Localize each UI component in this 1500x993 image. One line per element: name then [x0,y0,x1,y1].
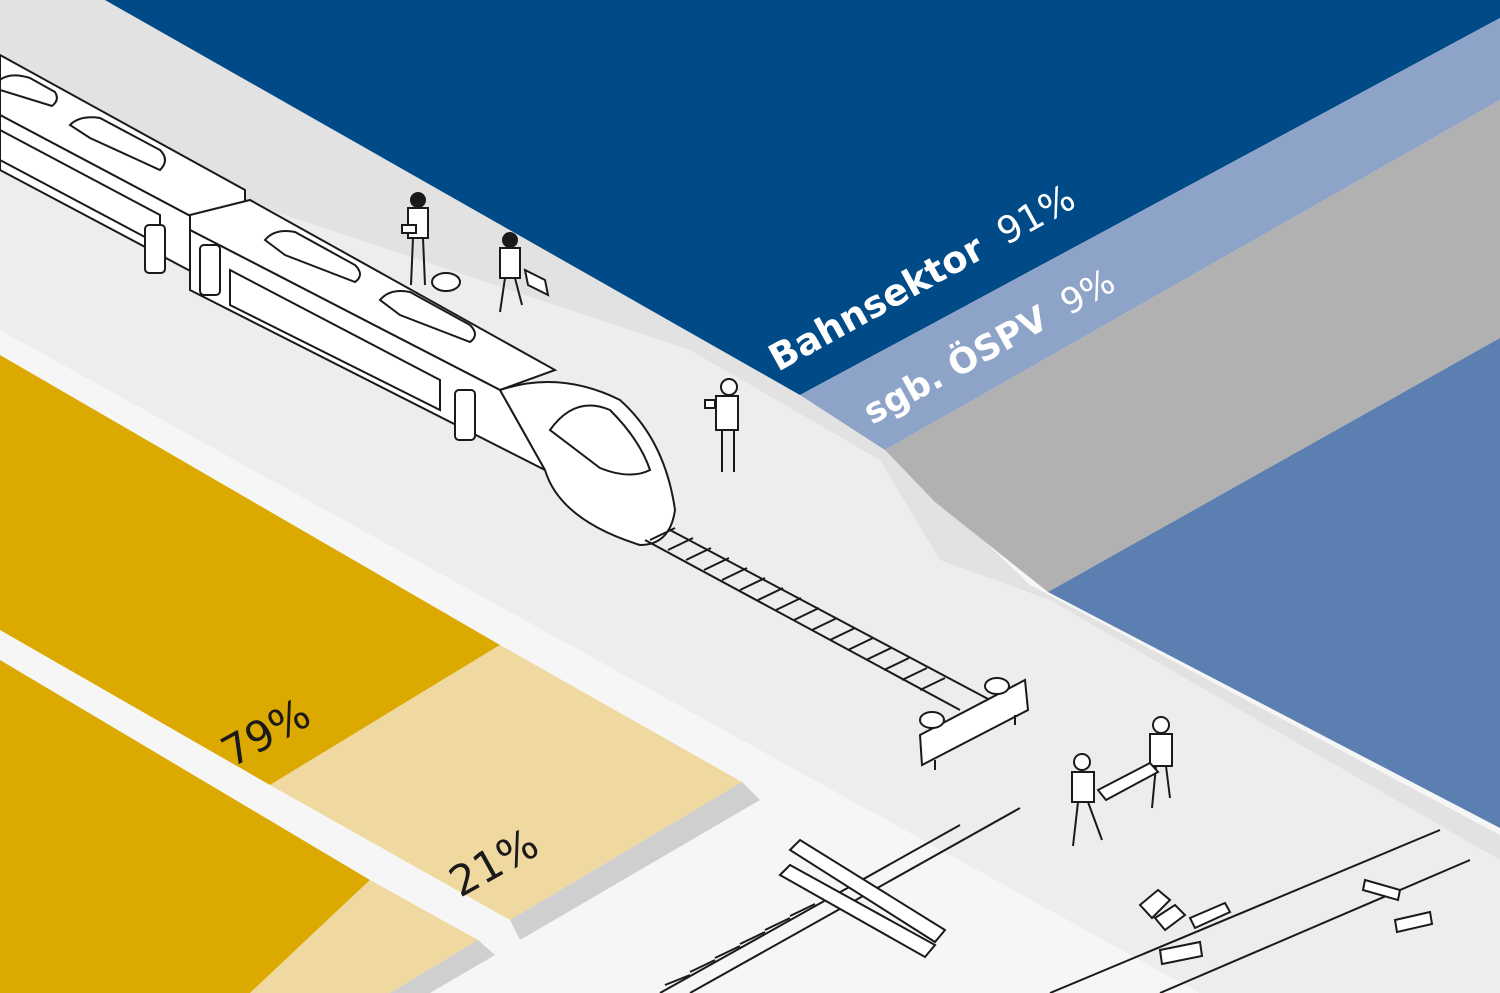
gold-shadow [510,782,760,940]
gold-lower-shadow [390,940,495,993]
buffer-stop-icon [918,677,1030,770]
worker-icon [1071,716,1173,847]
block-oespv[interactable] [800,18,1500,450]
passenger-icon [499,232,550,313]
passenger-icon [704,378,739,472]
block-bahnsektor[interactable] [105,0,1500,395]
block-gold-dark[interactable] [0,355,500,785]
block-gold-dark-lower[interactable] [0,660,370,993]
train-icon [0,53,677,547]
block-gold-light[interactable] [270,645,742,920]
passenger-icon [401,192,461,292]
block-blue-right [1048,338,1500,828]
block-gold-light-lower[interactable] [250,880,478,993]
wooden-sleeper-icon [778,838,1434,966]
block-grey [885,100,1500,592]
track-icon [644,527,991,711]
